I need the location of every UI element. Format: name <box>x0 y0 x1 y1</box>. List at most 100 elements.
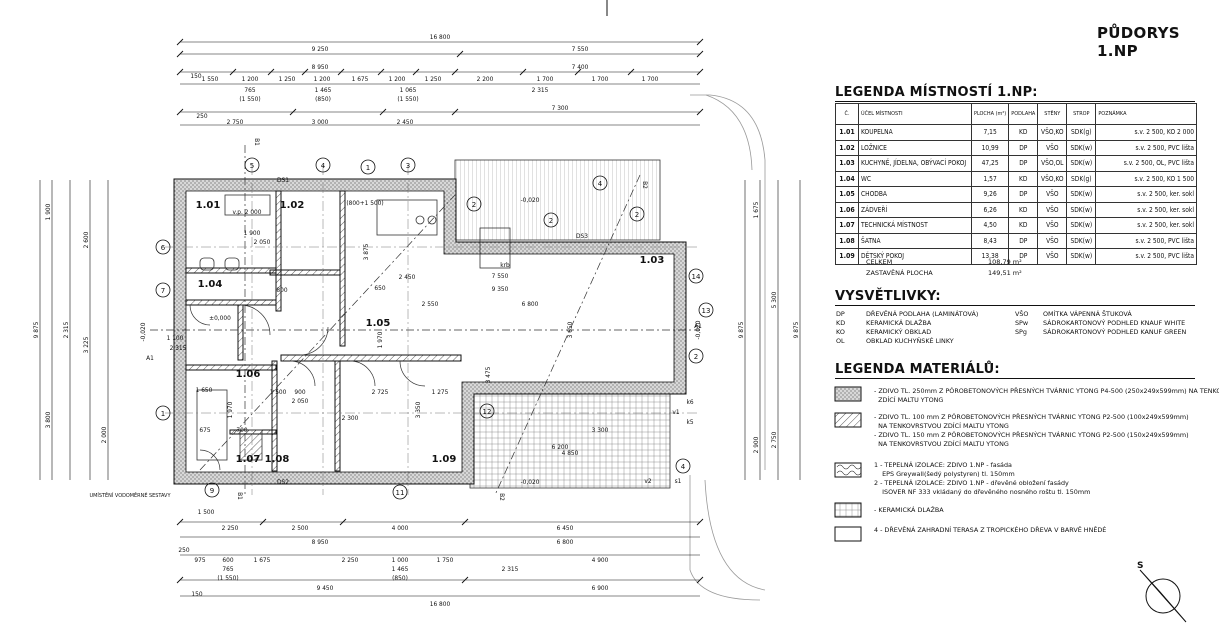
svg-text:2 050: 2 050 <box>292 397 309 405</box>
room-cell: LOŽNICE <box>858 139 972 156</box>
room-cell: SDK(w) <box>1066 139 1097 156</box>
room-cell: s.v. 2 500, KO 1 500 <box>1095 170 1197 187</box>
room-cell: KD <box>1008 201 1039 218</box>
plan-text: 16 800 9 250 7 550 8 950 7 400 1 550 1 2… <box>90 33 703 608</box>
svg-text:1 675: 1 675 <box>352 75 369 83</box>
svg-text:1 970: 1 970 <box>226 401 234 418</box>
room-cell: 1.07 <box>835 217 859 234</box>
room-cell: DP <box>1008 248 1039 265</box>
svg-text:3 475: 3 475 <box>484 366 492 383</box>
room-cell: KD <box>1008 170 1039 187</box>
svg-text:1 900: 1 900 <box>244 229 261 237</box>
svg-text:-0,020: -0,020 <box>694 320 702 339</box>
svg-text:3 875: 3 875 <box>362 243 370 260</box>
room-labels: 1.01 1.02 1.03 1.04 1.05 1.06 1.07 1.08 … <box>196 200 665 465</box>
room-cell: SDK(w) <box>1066 186 1097 203</box>
room-cell: 1.06 <box>835 201 859 218</box>
material-item-5: 4 - DŘEVĚNÁ ZAHRADNÍ TERASA Z TROPICKÉHO… <box>874 526 1107 534</box>
svg-text:4: 4 <box>681 463 686 471</box>
svg-text:v.p. 2 000: v.p. 2 000 <box>233 208 262 216</box>
svg-text:1: 1 <box>366 164 370 172</box>
room-cell: 1.02 <box>835 139 859 156</box>
room-cell: s.v. 2 500, KO 2 000 <box>1095 124 1197 141</box>
dimension-ticks <box>176 38 704 584</box>
explanations-rule <box>835 305 1195 306</box>
svg-text:A1: A1 <box>146 354 154 362</box>
built-area-value: 149,51 m² <box>988 269 1022 277</box>
svg-text:1.03: 1.03 <box>640 255 665 266</box>
room-cell: VŠO <box>1037 139 1068 156</box>
svg-text:1 500: 1 500 <box>198 508 215 516</box>
svg-text:1.02: 1.02 <box>280 200 305 211</box>
material-item-4: - KERAMICKÁ DLAŽBA <box>874 506 944 514</box>
svg-text:2: 2 <box>694 353 698 361</box>
room-cell: DP <box>1008 232 1039 249</box>
material-item-2: - ZDIVO TL. 100 mm Z PÓROBETONOVÝCH PŘES… <box>874 413 1189 448</box>
svg-text:A1: A1 <box>694 322 702 330</box>
svg-text:S: S <box>1137 561 1143 571</box>
explanation-text: SÁDROKARTONOVÝ PODHLED KANUF GREEN <box>1043 328 1187 336</box>
room-cell: 4,50 <box>970 217 1010 234</box>
svg-text:3 225: 3 225 <box>82 336 90 353</box>
svg-text:3 800: 3 800 <box>44 411 52 428</box>
svg-text:1 500: 1 500 <box>270 388 287 396</box>
svg-text:-0,020: -0,020 <box>139 322 147 341</box>
svg-text:4 000: 4 000 <box>392 524 409 532</box>
svg-text:(850): (850) <box>315 95 331 103</box>
room-cell: ZÁDVEŘÍ <box>858 201 972 218</box>
material-item-1: - ZDIVO TL. 250mm Z PÓROBETONOVÝCH PŘESN… <box>874 387 1219 404</box>
svg-text:DS2: DS2 <box>277 478 289 486</box>
room-cell: KD <box>1008 124 1039 141</box>
room-cell: DP <box>1008 139 1039 156</box>
svg-text:k5: k5 <box>686 418 693 426</box>
svg-text:2 900: 2 900 <box>752 436 760 453</box>
svg-text:1 700: 1 700 <box>642 75 659 83</box>
svg-text:3 350: 3 350 <box>414 401 422 418</box>
svg-text:16 800: 16 800 <box>430 600 451 608</box>
room-cell: 1.09 <box>835 248 859 265</box>
svg-text:4: 4 <box>598 180 603 188</box>
svg-text:2 450: 2 450 <box>399 273 416 281</box>
svg-text:DS1: DS1 <box>277 176 289 184</box>
room-cell: WC <box>858 170 972 187</box>
svg-text:675: 675 <box>199 426 210 434</box>
svg-text:765: 765 <box>244 86 255 94</box>
built-area-label: ZASTAVĚNÁ PLOCHA <box>866 269 933 277</box>
svg-text:B1: B1 <box>236 492 244 500</box>
svg-text:1 200: 1 200 <box>242 75 259 83</box>
svg-text:2 315: 2 315 <box>532 86 549 94</box>
section-lines <box>150 145 700 496</box>
svg-text:1 200: 1 200 <box>314 75 331 83</box>
svg-text:14: 14 <box>692 273 701 281</box>
room-cell: 1.04 <box>835 170 859 187</box>
svg-text:B2: B2 <box>641 181 649 189</box>
room-cell: 1,57 <box>970 170 1010 187</box>
svg-text:2 000: 2 000 <box>100 426 108 443</box>
svg-text:1.06: 1.06 <box>236 369 261 380</box>
svg-text:2 250: 2 250 <box>342 556 359 564</box>
room-cell: SDK(g) <box>1066 124 1097 141</box>
materials-rule <box>835 378 1195 379</box>
room-cell: s.v. 2 500, ker. sokl <box>1095 217 1197 234</box>
room-cell: SDK(w) <box>1066 232 1097 249</box>
room-cell: KOUPELNA <box>858 124 972 141</box>
explanation-text: OMÍTKA VÁPENNÁ ŠTUKOVÁ <box>1043 310 1132 318</box>
room-legend-rule <box>835 101 1195 102</box>
svg-text:150: 150 <box>190 72 201 80</box>
room-cell: TECHNICKÁ MÍSTNOST <box>858 217 972 234</box>
svg-text:6 900: 6 900 <box>592 584 609 592</box>
room-cell: s.v. 2 500, PVC lišta <box>1095 139 1197 156</box>
materials-heading: LEGENDA MATERIÁLŮ: <box>835 362 1000 377</box>
explanation-code: KD <box>836 319 846 327</box>
room-cell: VŠO <box>1037 186 1068 203</box>
room-cell: VŠO <box>1037 232 1068 249</box>
svg-text:1 200: 1 200 <box>389 75 406 83</box>
svg-text:k6: k6 <box>686 398 693 406</box>
svg-text:700: 700 <box>236 426 247 434</box>
explanation-code: KO <box>836 328 845 336</box>
material-item-3: 1 - TEPELNÁ IZOLACE: ZDIVO 1.NP - fasáda… <box>874 461 1091 496</box>
